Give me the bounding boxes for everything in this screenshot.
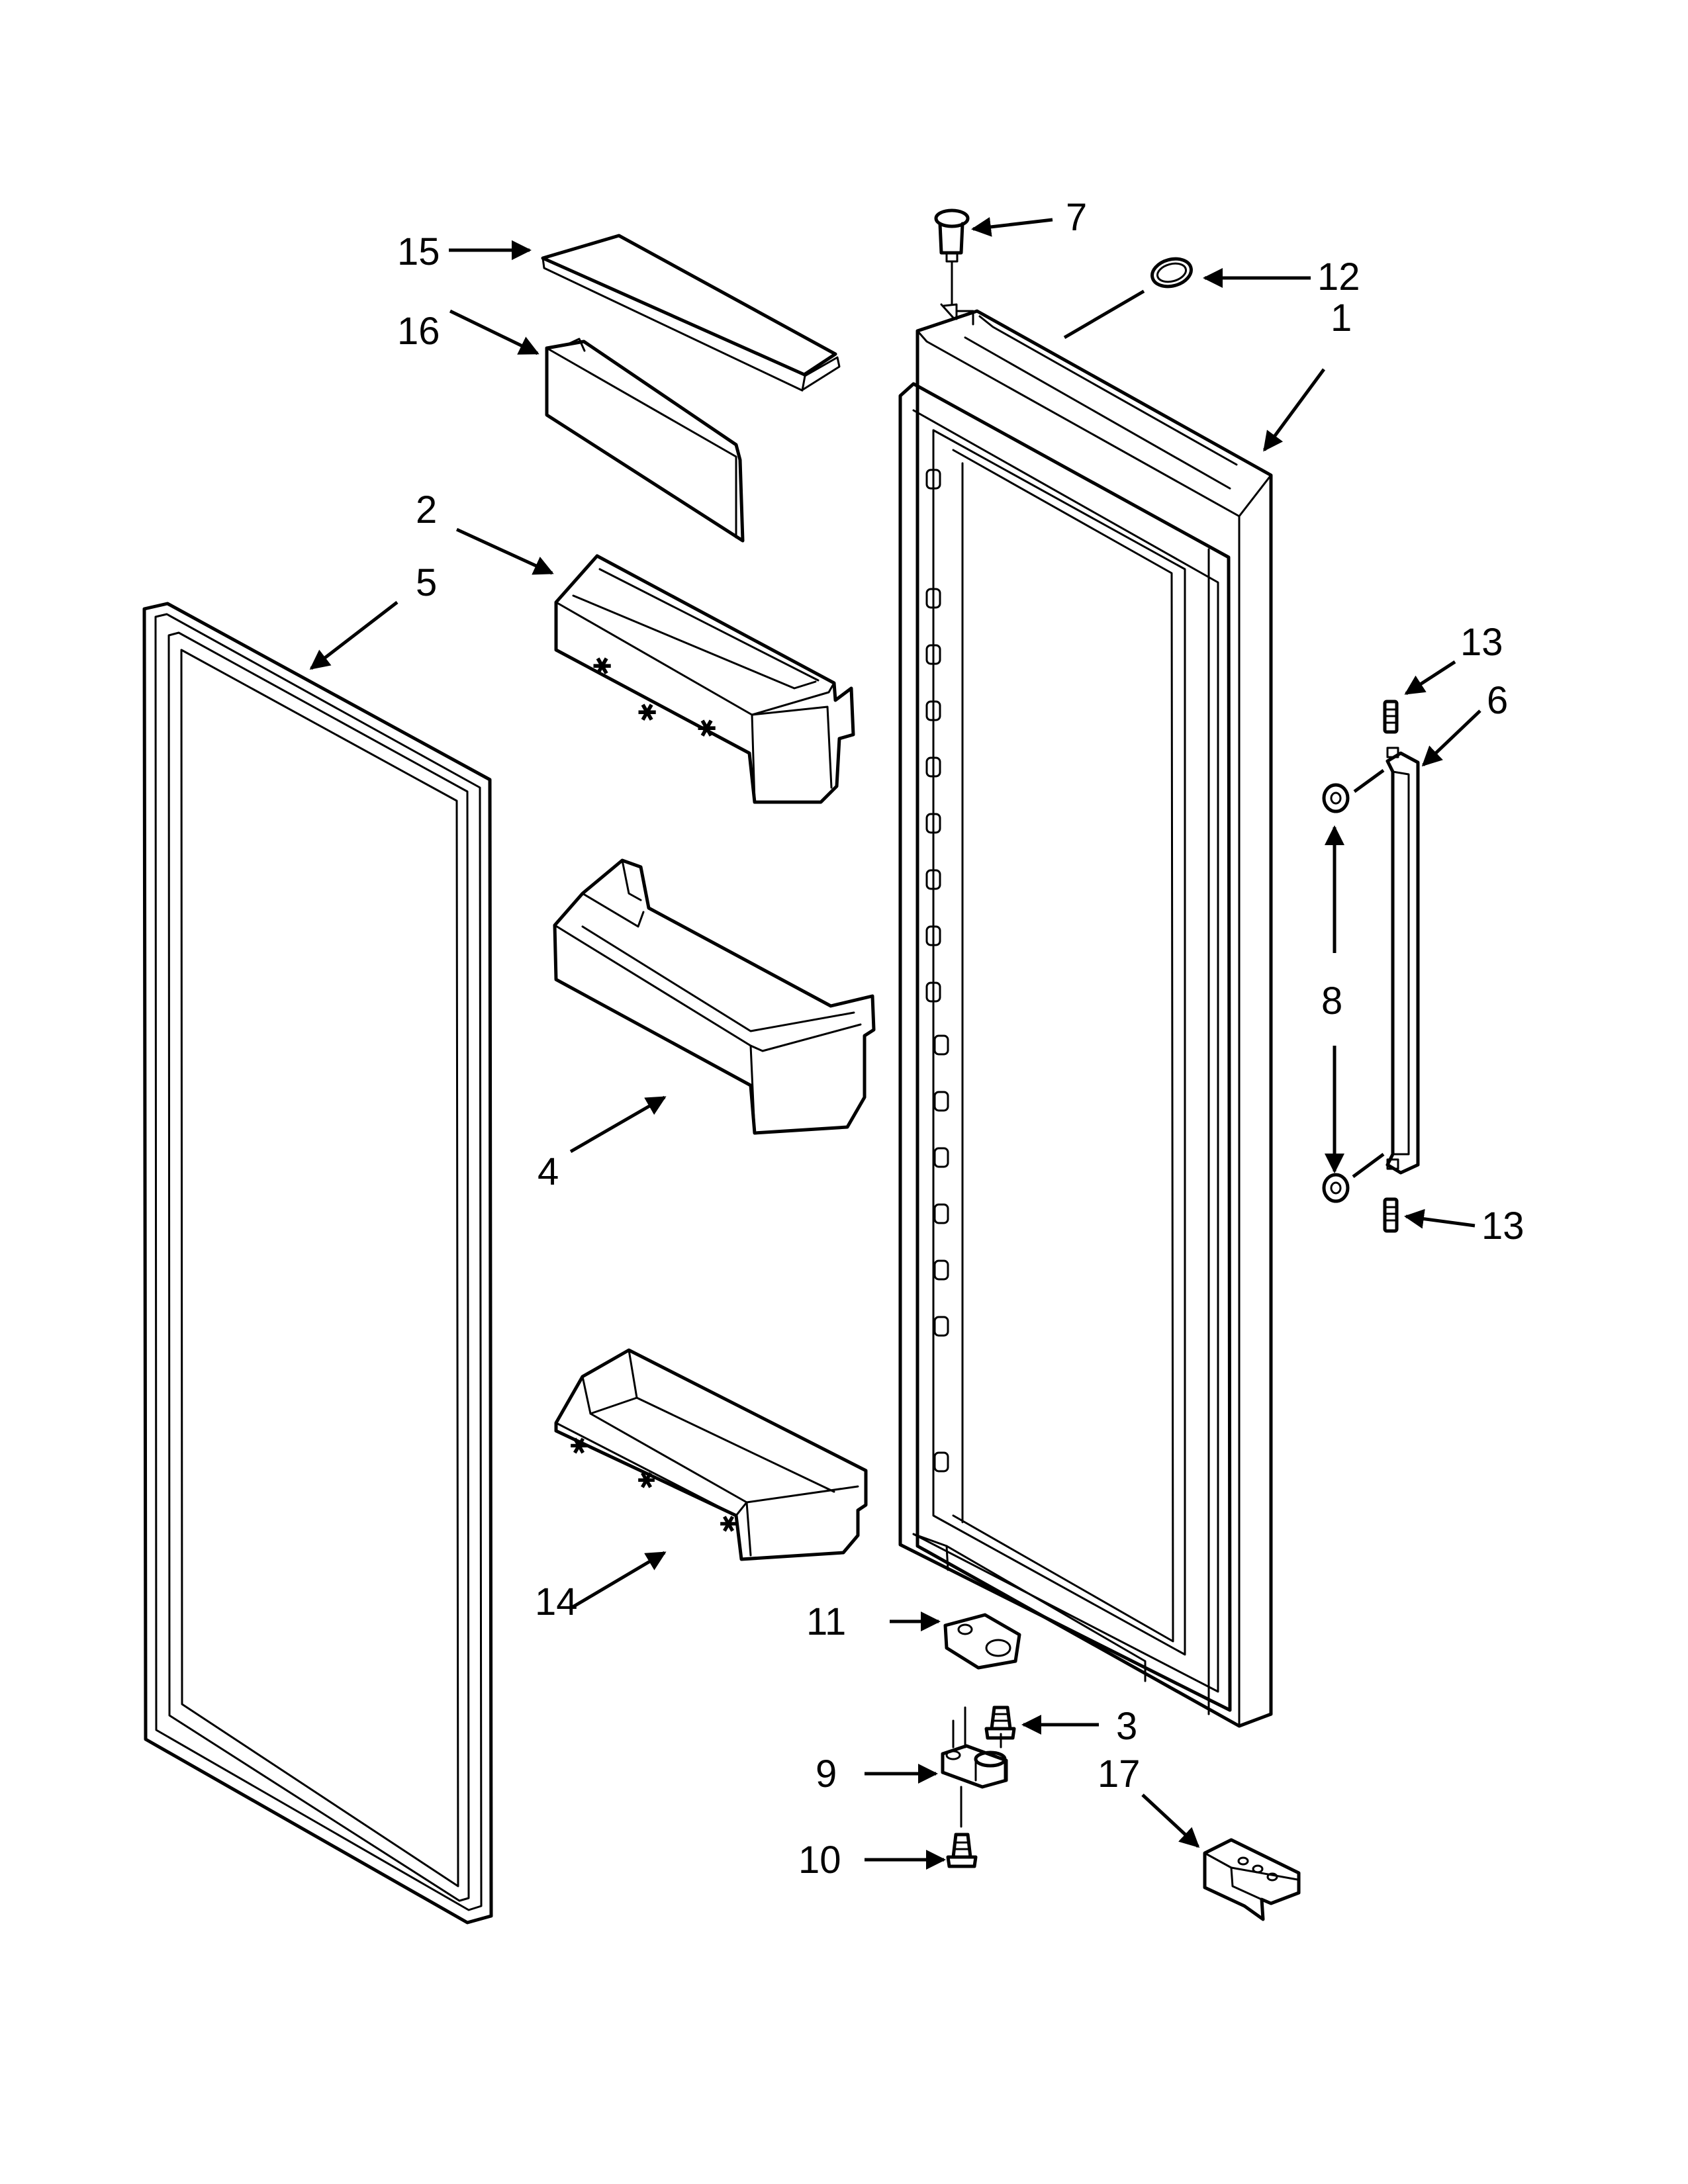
callout-8: 8 — [1321, 979, 1342, 1023]
callout-4: 4 — [538, 1150, 559, 1193]
callout-17: 17 — [1098, 1752, 1141, 1796]
svg-text:✱: ✱ — [691, 712, 722, 746]
shelf-lid-part-15 — [541, 234, 841, 392]
callout-10: 10 — [798, 1839, 841, 1882]
hinge-plate-part-11 — [943, 1613, 1021, 1670]
callout-5: 5 — [416, 561, 437, 604]
o-ring-part-12 — [1150, 257, 1193, 289]
callout-13-top: 13 — [1460, 621, 1503, 664]
hinge-pin-part-9 — [941, 1706, 1008, 1828]
callout-7: 7 — [1066, 196, 1087, 239]
screw-part-13-bottom — [1383, 1197, 1399, 1233]
door-bin-part-4 — [553, 858, 876, 1135]
door-bin-part-2: ✱ ✱ ✱ — [554, 554, 855, 804]
callout-9: 9 — [816, 1752, 837, 1796]
hinge-cover-part-17 — [1203, 1838, 1301, 1921]
door-bin-part-14: ✱ ✱ ✱ — [554, 1348, 868, 1561]
screw-part-13-top — [1383, 700, 1399, 734]
shelf-front-part-16 — [545, 338, 745, 543]
handle-part-6 — [1385, 747, 1420, 1175]
door-shelf-tabs — [925, 469, 949, 1473]
screw-part-3 — [984, 1706, 1016, 1749]
callout-13-bottom: 13 — [1481, 1205, 1524, 1248]
callout-1: 1 — [1331, 296, 1352, 340]
svg-text:✱: ✱ — [632, 696, 663, 730]
callout-labels: 15 16 2 5 4 14 7 12 1 13 6 8 13 11 3 9 1… — [397, 196, 1524, 1882]
callout-pointers — [309, 216, 1481, 1870]
callout-16: 16 — [397, 310, 440, 353]
callout-12: 12 — [1317, 255, 1360, 298]
door-gasket-part-5 — [142, 602, 493, 1925]
hinge-cap-part-7 — [934, 208, 970, 306]
spacer-part-8-bottom — [1322, 1173, 1350, 1203]
callout-6: 6 — [1487, 679, 1508, 722]
spacer-part-8-top — [1322, 783, 1350, 813]
callout-11: 11 — [806, 1600, 846, 1643]
callout-14: 14 — [535, 1580, 578, 1623]
callout-15: 15 — [397, 230, 440, 273]
refrigerator-door-part-1 — [898, 303, 1273, 1728]
screw-part-10 — [946, 1833, 978, 1868]
callout-3: 3 — [1116, 1705, 1137, 1748]
callout-2: 2 — [416, 488, 437, 531]
